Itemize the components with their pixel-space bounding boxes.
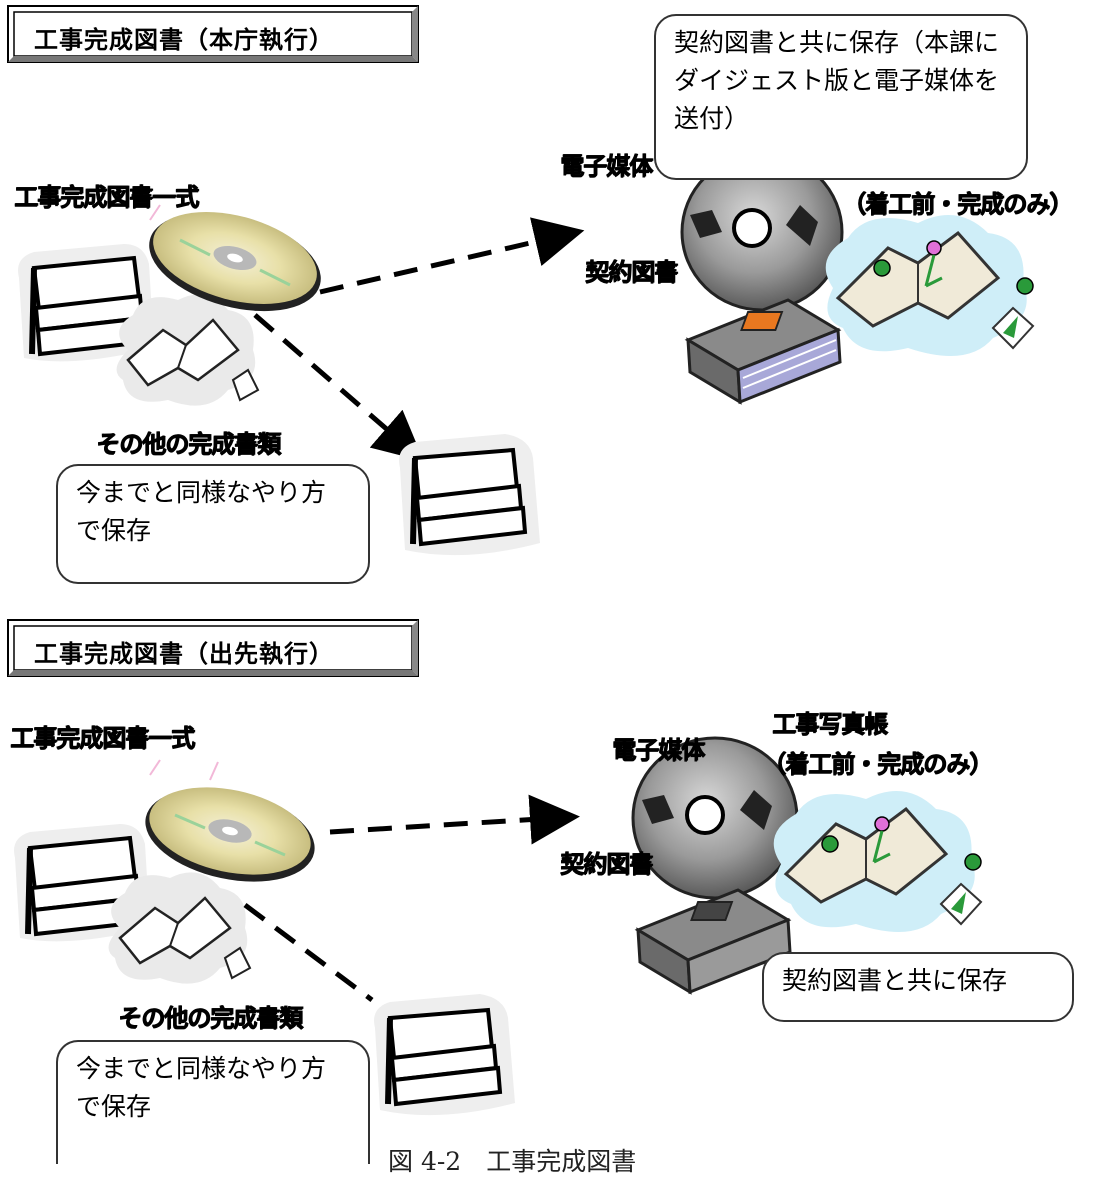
photo-album-cloud-icon: [825, 215, 1035, 356]
cd-disc-icon: [145, 787, 315, 882]
sparkle-mark: [664, 149, 681, 173]
contract-book-icon: [684, 298, 842, 405]
arrow-to-other-top: [253, 313, 424, 462]
header-frame-top: [7, 5, 419, 63]
cloud-photo-icon: [116, 294, 260, 406]
paper-stack-icon: [18, 244, 154, 362]
electronic-media-disc-icon: [680, 152, 844, 312]
sparkle-mark: [149, 204, 161, 221]
electronic-media-disc-icon: [631, 736, 799, 900]
photo-album-cloud-icon: [773, 791, 983, 932]
cd-disc-icon: [149, 211, 321, 312]
contract-book-icon: [634, 888, 792, 995]
arrow-to-other-bottom: [243, 902, 374, 1003]
arrow-to-archive-bottom: [329, 794, 580, 845]
cloud-photo-icon: [108, 872, 252, 984]
paper-stack-icon: [374, 994, 515, 1116]
header-frame-bottom: [7, 619, 419, 677]
arrow-to-archive-top: [319, 217, 585, 295]
paper-stack-icon: [14, 824, 150, 942]
paper-stack-icon: [399, 434, 540, 556]
sparkle-mark: [149, 759, 219, 781]
